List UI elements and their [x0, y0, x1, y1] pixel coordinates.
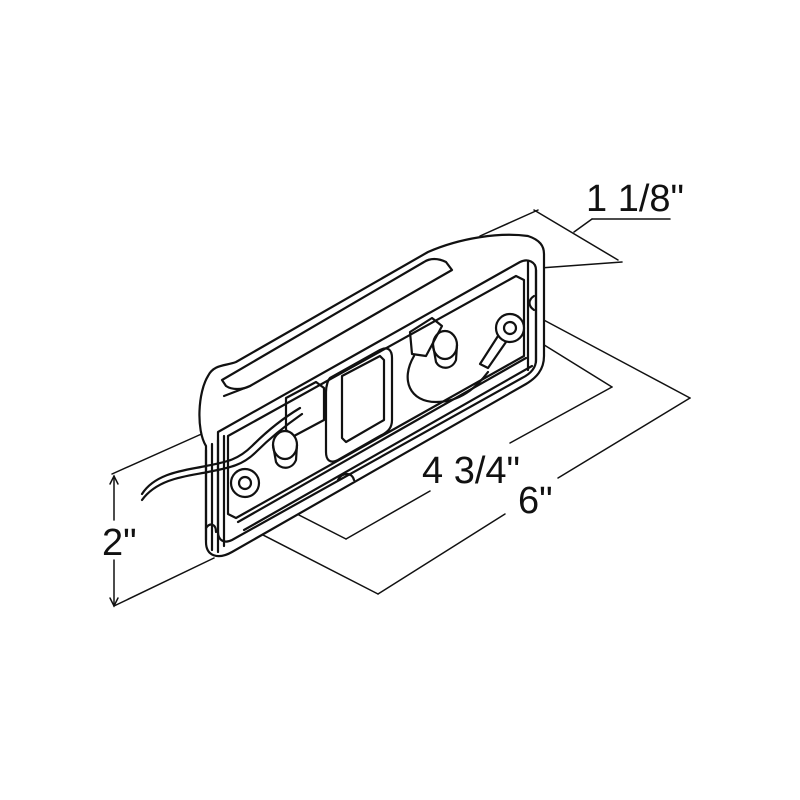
dimension-depth-lines [479, 209, 671, 269]
dimension-height-lines [109, 431, 215, 608]
internal-features [140, 312, 526, 502]
housing-body [198, 233, 546, 558]
dimension-label-height: 2" [102, 522, 137, 564]
dimension-label-mount-spacing: 4 3/4" [422, 450, 521, 492]
dimension-label-depth: 1 1/8" [586, 178, 685, 220]
dimension-label-length: 6" [518, 480, 553, 522]
